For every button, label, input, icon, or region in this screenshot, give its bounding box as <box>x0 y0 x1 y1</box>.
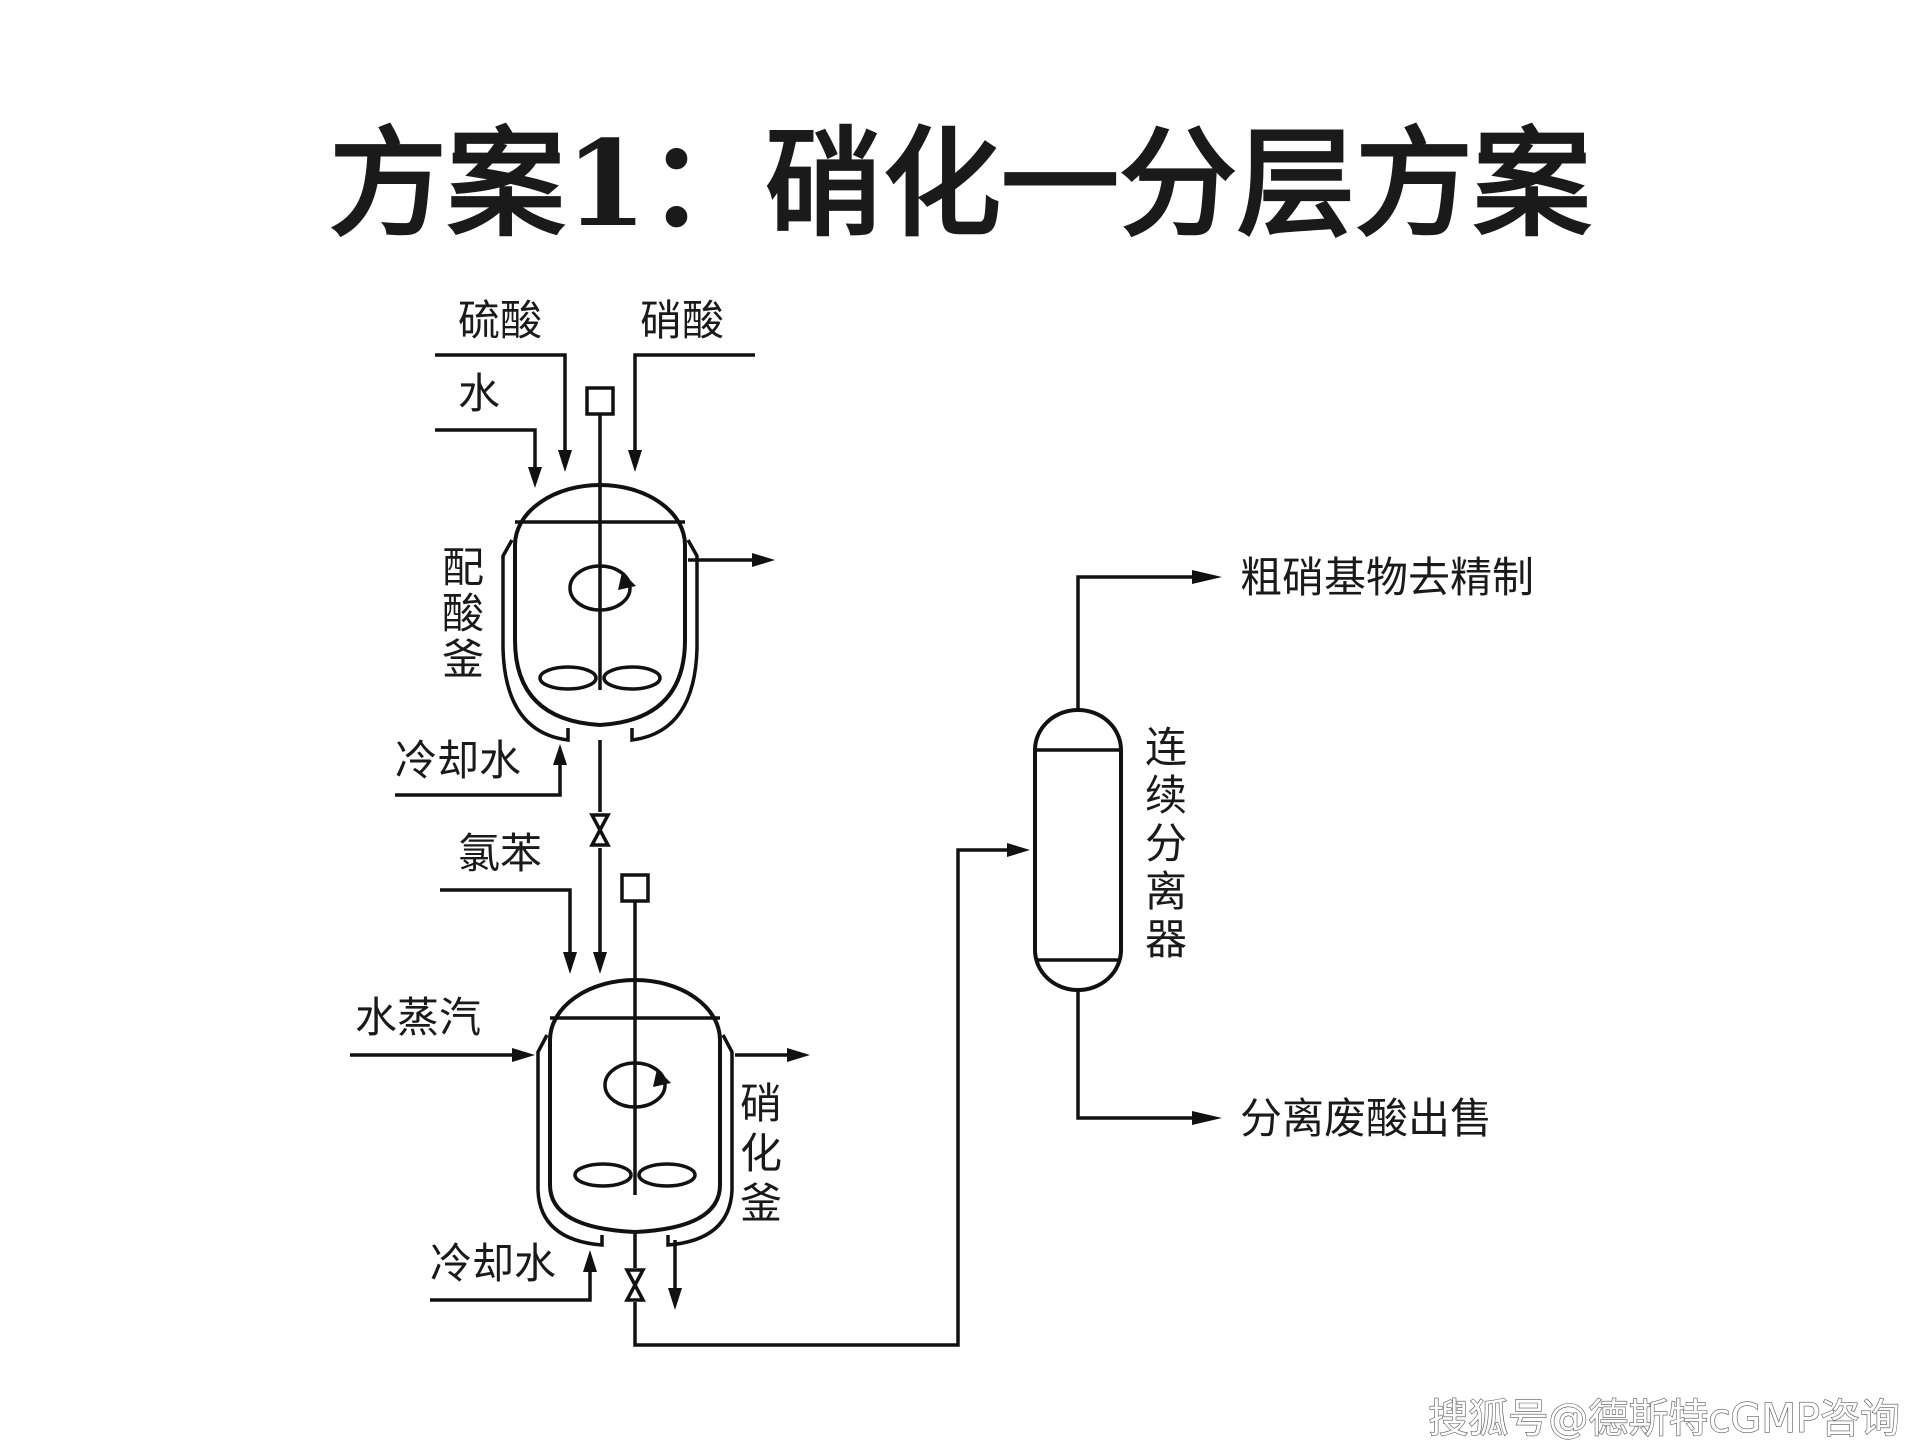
label-nitration-kettle-3: 釜 <box>740 1179 782 1228</box>
acid-transfer-line <box>589 740 611 974</box>
label-separator-4: 离 <box>1145 867 1187 916</box>
acid-mixing-kettle <box>501 386 699 742</box>
crude-product-outlet <box>1076 570 1222 710</box>
agitator-motor-icon <box>585 386 615 416</box>
label-cooling-water-1: 冷却水 <box>395 736 521 785</box>
waste-acid-outlet <box>1076 990 1222 1125</box>
label-waste-acid: 分离废酸出售 <box>1240 1094 1492 1143</box>
label-acid-kettle-1: 配 <box>442 543 484 592</box>
valve-icon <box>624 1268 646 1302</box>
rotation-icon <box>568 564 632 612</box>
label-steam: 水蒸汽 <box>355 993 481 1042</box>
nitric-acid-inlet <box>628 353 755 472</box>
label-separator-2: 续 <box>1145 771 1187 820</box>
impeller-icon <box>573 1162 633 1188</box>
label-nitration-kettle-2: 化 <box>740 1129 782 1178</box>
label-separator-1: 连 <box>1145 723 1187 772</box>
label-cooling-water-2: 冷却水 <box>430 1239 556 1288</box>
valve-icon <box>589 813 611 847</box>
label-sulfuric-acid: 硫酸 <box>458 296 542 345</box>
sulfuric-acid-inlet <box>435 353 572 472</box>
impeller-icon <box>538 665 598 691</box>
acid-kettle-outlet <box>688 553 775 567</box>
water-inlet <box>435 428 542 488</box>
cooling-water-inlet-2 <box>430 1250 597 1302</box>
label-acid-kettle-2: 酸 <box>442 589 484 638</box>
label-separator-3: 分 <box>1145 819 1187 868</box>
label-water: 水 <box>458 369 500 418</box>
nitration-kettle-outlet <box>735 1048 810 1062</box>
label-nitration-kettle-1: 硝 <box>740 1079 782 1128</box>
rotation-icon <box>603 1061 667 1109</box>
cooling-water-inlet-1 <box>395 744 567 797</box>
nitration-discharge-line <box>624 843 1030 1347</box>
steam-inlet <box>350 1048 535 1062</box>
watermark: 搜狐号@德斯特cGMP咨询 <box>1428 1396 1900 1440</box>
continuous-separator <box>1033 708 1123 992</box>
nitration-kettle <box>536 873 734 1247</box>
diagram-title: 方案1：硝化一分层方案 <box>329 114 1592 253</box>
agitator-motor-icon <box>620 873 650 903</box>
jacket-outlet-2 <box>668 1240 682 1310</box>
label-crude-product: 粗硝基物去精制 <box>1240 553 1534 602</box>
label-acid-kettle-3: 釜 <box>442 635 484 684</box>
label-nitric-acid: 硝酸 <box>640 296 724 345</box>
chlorobenzene-inlet <box>440 888 577 974</box>
label-chlorobenzene: 氯苯 <box>458 829 542 878</box>
label-separator-5: 器 <box>1145 915 1187 964</box>
